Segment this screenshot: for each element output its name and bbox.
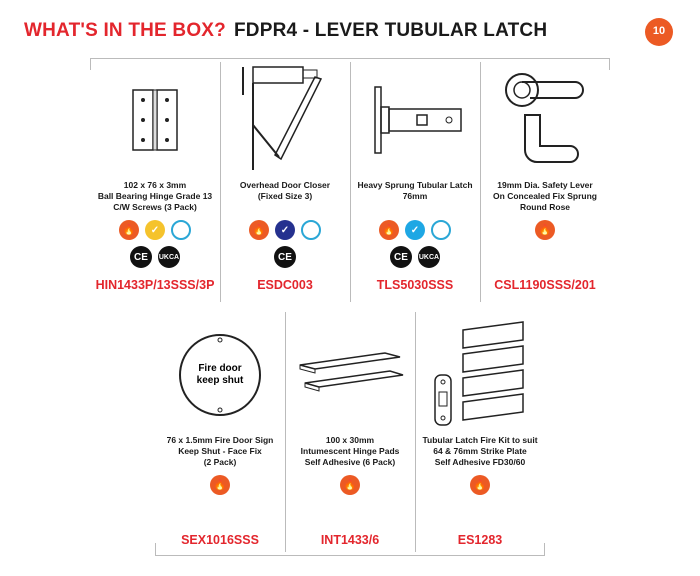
sign-text: keep shut <box>196 375 244 386</box>
description-line: On Concealed Fix Sprung <box>493 191 597 201</box>
description-line: Overhead Door Closer <box>239 180 331 190</box>
fire-rated-icon: 🔥 <box>249 220 269 240</box>
description-line: 19mm Dia. Safety Lever <box>497 180 593 190</box>
certifire-icon <box>301 220 321 240</box>
product-code: HIN1433P/13SSS/3P <box>95 278 215 292</box>
ce-mark-icon: CE <box>274 246 296 268</box>
conformity-marks: CE <box>220 246 350 268</box>
product-code: SEX1016SSS <box>181 533 259 547</box>
conformity-marks <box>285 501 415 523</box>
certifire-icon <box>431 220 451 240</box>
certifire-icon <box>171 220 191 240</box>
product-image <box>285 315 415 435</box>
description-line: (2 Pack) <box>203 457 237 467</box>
product-image <box>480 60 610 180</box>
warranty-10-year-logo: 10 <box>645 18 673 46</box>
product-image <box>415 315 545 435</box>
divider <box>609 58 610 70</box>
fire-rated-icon: 🔥 <box>470 475 490 495</box>
description-line: Keep Shut - Face Fix <box>178 446 262 456</box>
conformity-marks: CE UKCA <box>350 246 480 268</box>
certification-badges: 🔥 <box>415 475 545 497</box>
description-line: Intumescent Hinge Pads <box>300 446 400 456</box>
product-description: Overhead Door Closer(Fixed Size 3) <box>220 180 350 216</box>
fire-rated-icon: 🔥 <box>340 475 360 495</box>
divider <box>350 62 351 302</box>
certification-badges: 🔥 <box>285 475 415 497</box>
divider <box>155 555 545 556</box>
sign-text: Fire door <box>198 363 242 374</box>
check-badge-icon: ✓ <box>275 220 295 240</box>
description-line: 102 x 76 x 3mm <box>123 180 187 190</box>
title-red: WHAT'S IN THE BOX? <box>24 20 226 41</box>
description-line: 64 & 76mm Strike Plate <box>433 446 527 456</box>
divider <box>90 58 91 70</box>
check-badge-icon: ✓ <box>145 220 165 240</box>
fire-rated-icon: 🔥 <box>210 475 230 495</box>
ukca-mark-icon: UKCA <box>418 246 440 268</box>
ukca-mark-icon: UKCA <box>158 246 180 268</box>
title-product: FDPR4 - LEVER TUBULAR LATCH <box>233 20 548 41</box>
product-image <box>90 60 220 180</box>
product-code: ES1283 <box>457 533 503 547</box>
divider <box>220 62 221 302</box>
conformity-marks <box>480 246 610 268</box>
description-line: (Fixed Size 3) <box>257 191 313 201</box>
description-line: Self Adhesive (6 Pack) <box>304 457 396 467</box>
conformity-marks <box>415 501 545 523</box>
product-image <box>350 60 480 180</box>
description-line: Self Adhesive FD30/60 <box>434 457 526 467</box>
product-code: ESDC003 <box>257 278 313 292</box>
description-line: 76mm <box>402 191 428 201</box>
ce-mark-icon: CE <box>130 246 152 268</box>
description-line: 76 x 1.5mm Fire Door Sign <box>166 435 274 445</box>
certification-badges: 🔥✓ <box>90 220 220 242</box>
certification-badges: 🔥 <box>155 475 285 497</box>
divider <box>415 312 416 552</box>
fire-rated-icon: 🔥 <box>535 220 555 240</box>
fire-rated-icon: 🔥 <box>379 220 399 240</box>
divider <box>544 543 545 555</box>
conformity-marks <box>155 501 285 523</box>
product-code: INT1433/6 <box>320 533 380 547</box>
description-line: Round Rose <box>519 202 571 212</box>
divider <box>155 543 156 555</box>
divider <box>90 58 610 59</box>
divider <box>285 312 286 552</box>
conformity-marks: CE UKCA <box>90 246 220 268</box>
description-line: 100 x 30mm <box>325 435 375 445</box>
fire-rated-icon: 🔥 <box>119 220 139 240</box>
ce-mark-icon: CE <box>390 246 412 268</box>
certification-badges: 🔥✓ <box>220 220 350 242</box>
page-title: WHAT'S IN THE BOX? FDPR4 - LEVER TUBULAR … <box>24 20 547 42</box>
description-line: Heavy Sprung Tubular Latch <box>357 180 473 190</box>
product-code: CSL1190SSS/201 <box>494 278 596 292</box>
divider <box>480 62 481 302</box>
product-code: TLS5030SSS <box>376 278 454 292</box>
description-line: Ball Bearing Hinge Grade 13 <box>97 191 213 201</box>
description-line: C/W Screws (3 Pack) <box>113 202 197 212</box>
certification-badges: 🔥 <box>480 220 610 242</box>
check-badge-icon: ✓ <box>405 220 425 240</box>
description-line: Tubular Latch Fire Kit to suit <box>422 435 538 445</box>
product-image <box>220 60 350 180</box>
certification-badges: 🔥✓ <box>350 220 480 242</box>
